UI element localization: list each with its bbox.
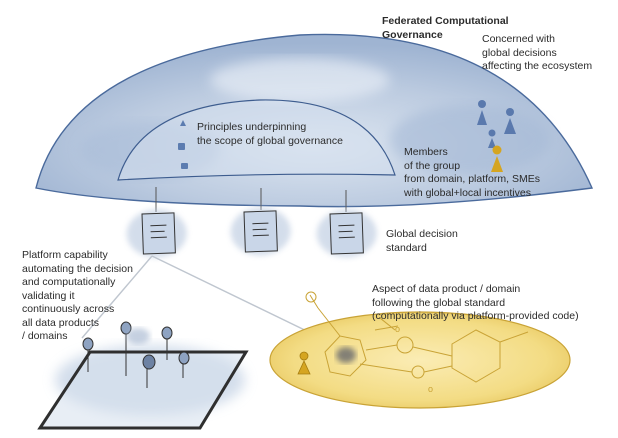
- pin: [178, 351, 190, 378]
- product-molecule: o o: [305, 291, 529, 394]
- standard-connectors: [155, 187, 347, 212]
- decision-standard-label: Global decision standard: [386, 228, 458, 254]
- svg-text:o: o: [428, 384, 433, 394]
- member-figure: [491, 145, 503, 172]
- principles-dome: [117, 99, 396, 181]
- members-label: Members of the group from domain, platfo…: [404, 146, 540, 199]
- pin: [120, 321, 132, 376]
- pin: [161, 326, 173, 360]
- platform-floor: [37, 345, 249, 430]
- member-figure: [504, 108, 516, 134]
- concern-label: Concerned with global decisions affectin…: [482, 33, 593, 72]
- principles-label: Principles underpinning the scope of glo…: [197, 121, 343, 147]
- member-figure: [477, 100, 487, 125]
- principle-marker-1: [180, 120, 186, 126]
- decision-standard-doc: [126, 209, 187, 258]
- domain-figure: [297, 351, 311, 375]
- principle-marker-3: [181, 163, 188, 169]
- svg-text:o: o: [395, 324, 400, 334]
- pin: [82, 337, 94, 372]
- data-product-domain: o o: [269, 291, 571, 409]
- member-figure: [488, 129, 496, 148]
- platform-pins: [82, 321, 190, 388]
- member-figures: [477, 100, 516, 172]
- platform-capability-label: Platform capability automating the decis…: [22, 249, 133, 342]
- principle-marker-2: [178, 143, 185, 150]
- pin: [142, 354, 156, 388]
- decision-standard-doc: [316, 209, 377, 258]
- decision-standard-docs: [126, 207, 377, 258]
- aspect-label: Aspect of data product / domain followin…: [372, 283, 579, 322]
- principle-markers: [178, 120, 188, 169]
- diagram-title: Federated Computational Governance: [382, 15, 509, 41]
- decision-standard-doc: [230, 207, 291, 256]
